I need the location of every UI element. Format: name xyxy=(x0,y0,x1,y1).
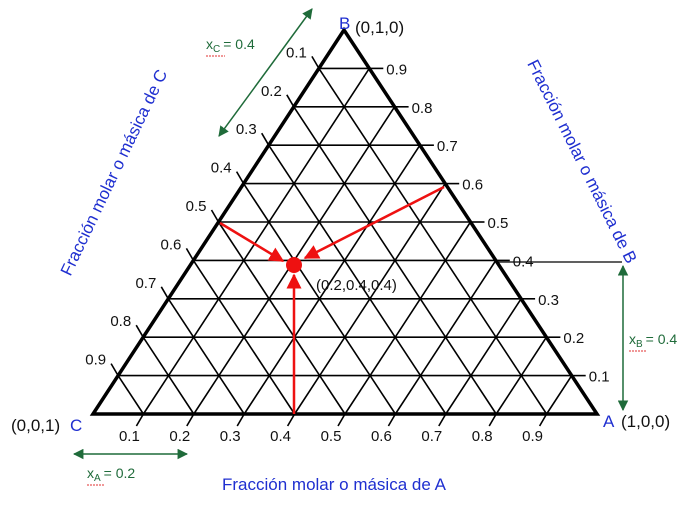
c-tick-label: 0.4 xyxy=(211,160,232,177)
c-tick-label: 0.8 xyxy=(110,313,131,330)
grid-line-c xyxy=(167,298,245,415)
tick-mark-c xyxy=(110,363,119,377)
point-construction-arrows xyxy=(219,185,445,414)
tick-marks xyxy=(110,55,586,427)
grid-line-c xyxy=(142,336,195,415)
grid-line-a xyxy=(495,336,548,415)
b-tick-label: 0.3 xyxy=(538,292,559,309)
b-tick-labels: 0.1 0.2 0.3 0.4 0.5 0.6 0.7 0.8 0.9 xyxy=(386,61,609,385)
c-tick-label: 0.1 xyxy=(286,44,307,61)
c-tick-label: 0.7 xyxy=(135,275,156,292)
b-tick-label: 0.4 xyxy=(513,253,534,270)
a-tick-label: 0.2 xyxy=(169,428,190,445)
a-tick-label: 0.1 xyxy=(119,428,140,445)
tick-mark-c xyxy=(311,55,320,69)
xc-measure-label: xC= 0.4 xyxy=(206,36,255,55)
c-tick-label: 0.5 xyxy=(186,198,207,215)
tick-mark-a xyxy=(337,413,346,427)
xa-measure-label: xA= 0.2 xyxy=(87,465,135,484)
a-tick-label: 0.6 xyxy=(371,428,392,445)
grid-line-c xyxy=(117,375,145,415)
tick-mark-c xyxy=(286,94,295,108)
b-tick-label: 0.5 xyxy=(488,215,509,232)
axis-title-a: Fracción molar o másica de A xyxy=(222,475,447,494)
tick-mark-a xyxy=(538,413,548,427)
c-tick-label: 0.3 xyxy=(236,121,257,138)
tick-mark-c xyxy=(261,132,270,146)
tick-mark-c xyxy=(160,286,169,300)
tick-mark-a xyxy=(286,413,296,427)
xb-measure-label: xB= 0.4 xyxy=(629,331,677,350)
a-tick-label: 0.7 xyxy=(421,428,442,445)
a-tick-label: 0.4 xyxy=(270,428,291,445)
a-tick-label: 0.5 xyxy=(321,428,342,445)
a-tick-label: 0.9 xyxy=(522,428,543,445)
grid-lines xyxy=(117,67,573,415)
c-tick-label: 0.2 xyxy=(261,83,282,100)
grid-line-c xyxy=(268,144,447,415)
tick-mark-a xyxy=(387,413,397,427)
tick-mark-a xyxy=(488,413,497,427)
tick-mark-a xyxy=(186,413,195,427)
b-tick-label: 0.8 xyxy=(412,100,433,117)
tick-mark-c xyxy=(235,171,245,185)
b-tick-label: 0.6 xyxy=(462,177,483,194)
grid-line-c xyxy=(217,221,346,415)
tick-mark-a xyxy=(236,413,245,427)
axis-title-b: Fracción molar o másica de B xyxy=(523,57,640,267)
grid-line-a xyxy=(445,298,522,415)
tick-mark-c xyxy=(135,324,144,338)
b-tick-label: 0.1 xyxy=(589,369,610,386)
vertex-a-letter: A xyxy=(603,412,615,431)
vertex-b-letter: B xyxy=(339,14,350,33)
tick-mark-c xyxy=(210,209,220,223)
vertex-a-coords: (1,0,0) xyxy=(621,412,670,431)
tick-mark-a xyxy=(135,413,145,427)
c-tick-label: 0.9 xyxy=(85,352,106,369)
a-tick-label: 0.3 xyxy=(220,428,241,445)
tick-mark-a xyxy=(438,413,447,427)
grid-line-a xyxy=(243,144,421,415)
vertex-b-coords: (0,1,0) xyxy=(355,18,404,37)
c-tick-label: 0.6 xyxy=(161,236,182,253)
arrow-from-b-axis xyxy=(303,185,445,260)
grid-line-c xyxy=(318,67,548,415)
tick-mark-c xyxy=(185,247,195,261)
grid-line-a xyxy=(545,375,573,415)
grid-line-c xyxy=(192,259,296,415)
axis-title-c: Fracción molar o másica de C xyxy=(57,67,171,279)
c-tick-labels: 0.1 0.2 0.3 0.4 0.5 0.6 0.7 0.8 0.9 xyxy=(85,44,307,368)
grid-line-a xyxy=(394,259,497,415)
xc-measure-arrow xyxy=(218,8,313,137)
a-tick-label: 0.8 xyxy=(472,428,493,445)
vertex-c-coords: (0,0,1) xyxy=(11,416,60,435)
arrow-from-c-axis xyxy=(219,221,285,263)
point-label: (0.2,0.4,0.4) xyxy=(316,277,397,294)
b-tick-label: 0.9 xyxy=(386,61,407,78)
composition-point xyxy=(286,257,302,273)
grid-line-a xyxy=(344,221,472,415)
vertex-c-letter: C xyxy=(70,416,82,435)
a-tick-labels: 0.1 0.2 0.3 0.4 0.5 0.6 0.7 0.8 0.9 xyxy=(119,428,543,445)
b-tick-label: 0.7 xyxy=(437,138,458,155)
b-tick-label: 0.2 xyxy=(563,330,584,347)
grid-line-a xyxy=(142,67,370,415)
